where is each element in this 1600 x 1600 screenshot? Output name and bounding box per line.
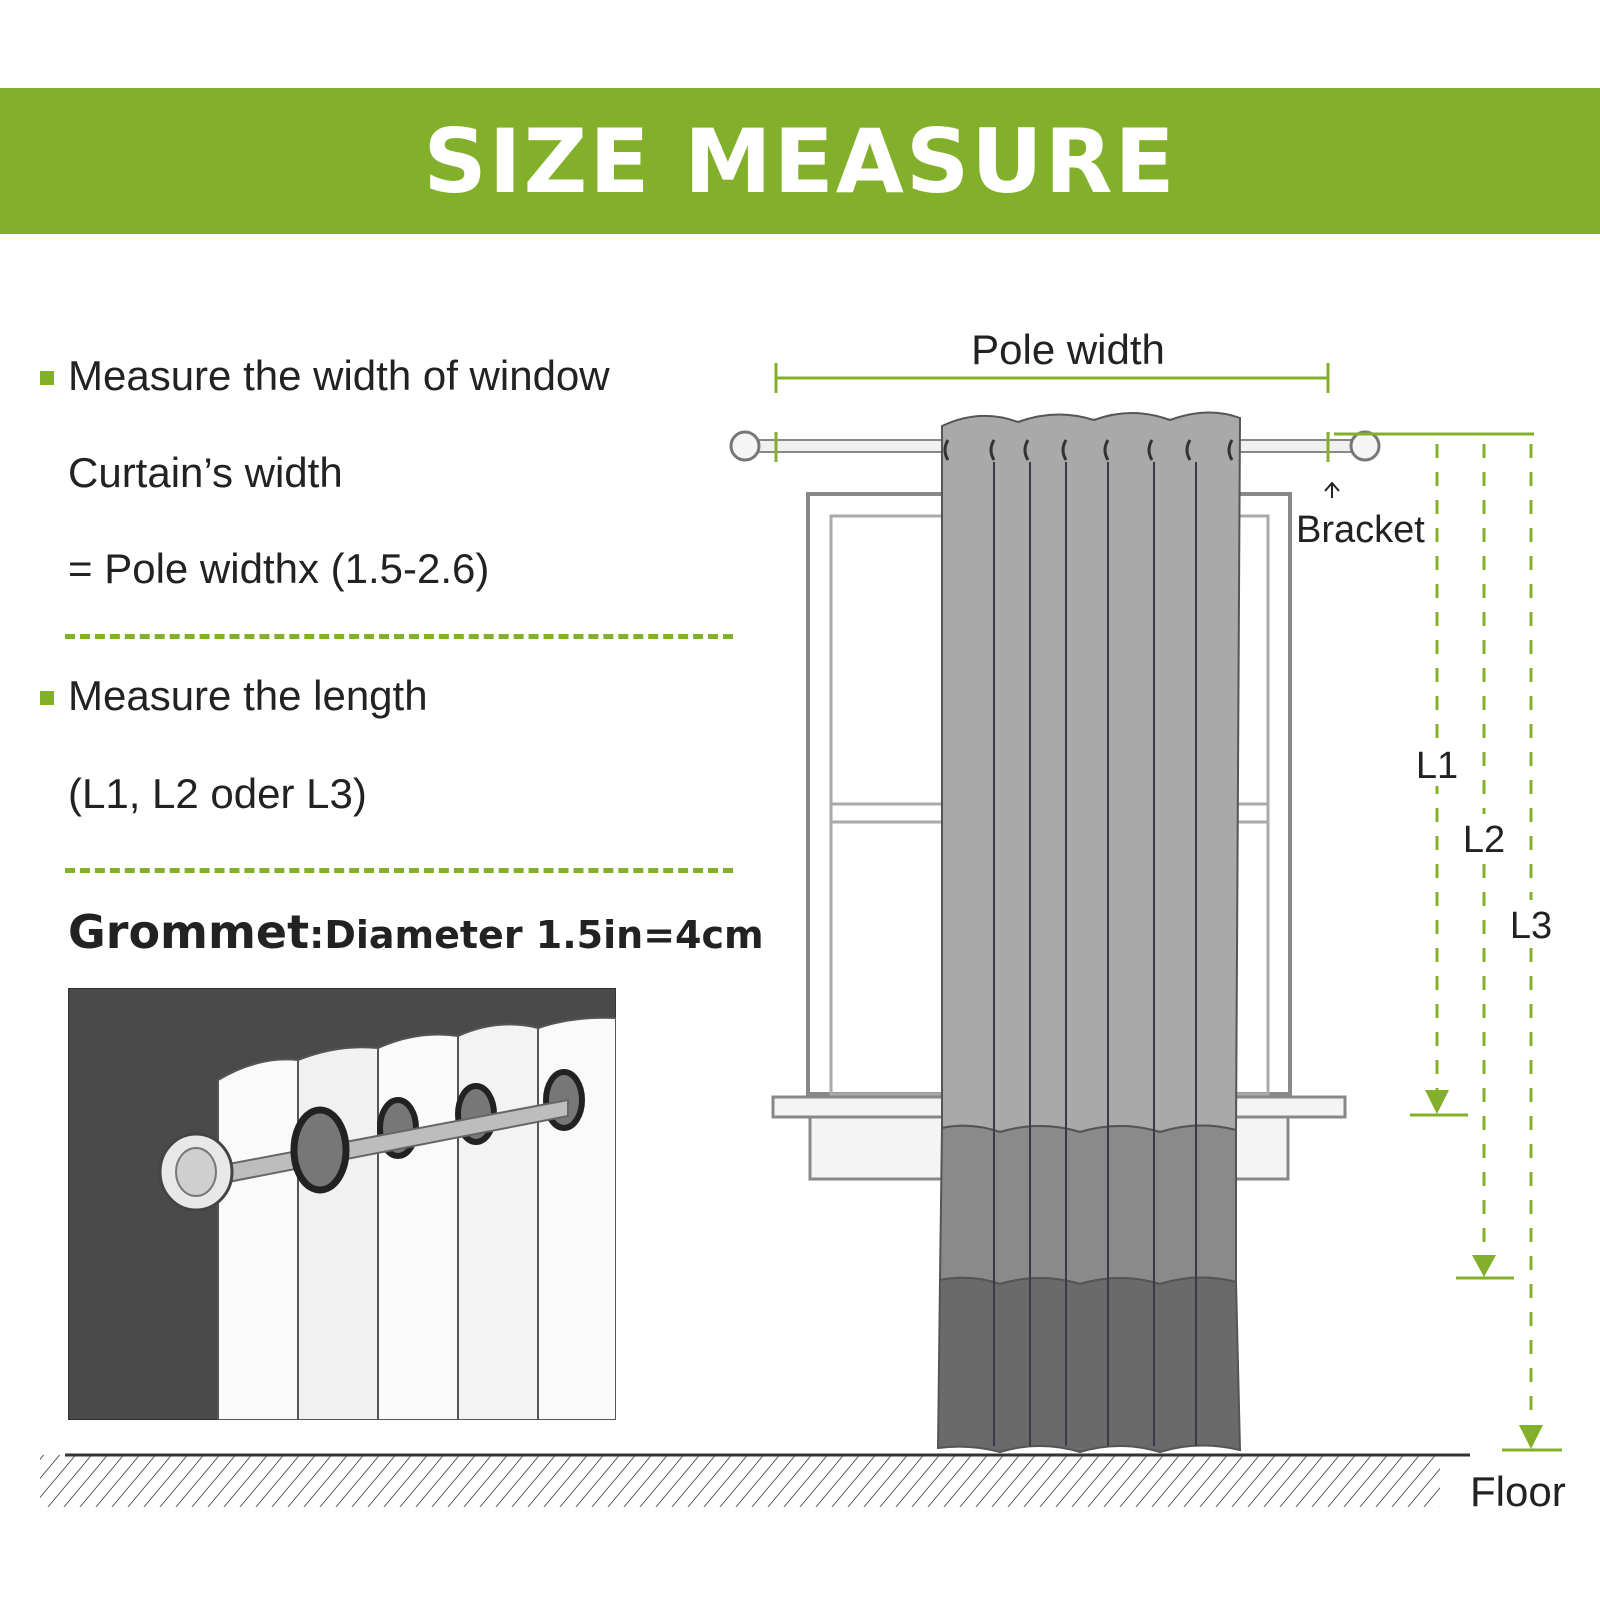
bullet-length (40, 691, 54, 705)
header-banner: SIZE MEASURE (0, 88, 1600, 234)
pole-width-dimension (774, 363, 1330, 393)
grommet-illustration (68, 988, 616, 1420)
divider-2 (65, 868, 733, 873)
floor (40, 1453, 1470, 1507)
curtain (936, 411, 1242, 1454)
divider-1 (65, 634, 733, 639)
length-options: (L1, L2 oder L3) (68, 770, 367, 817)
pole-width-label: Pole width (971, 326, 1165, 373)
length-heading: Measure the length (68, 672, 428, 719)
bracket-arrow (1324, 481, 1340, 498)
grommet-label: Grommet (68, 905, 310, 959)
bullet-width (40, 371, 54, 385)
curtain-width-formula: = Pole widthx (1.5-2.6) (68, 545, 490, 592)
grommet-separator: : (309, 913, 325, 957)
page-title: SIZE MEASURE (423, 109, 1177, 213)
bracket-label: Bracket (1296, 509, 1425, 551)
length-arrowheads (1425, 1090, 1543, 1449)
floor-label: Floor (1470, 1468, 1566, 1515)
grommet-spec: Grommet:Diameter 1.5in=4cm (68, 905, 764, 959)
curtain-width-label: Curtain’s width (68, 449, 343, 496)
l3-label: L3 (1510, 905, 1552, 947)
l2-label: L2 (1463, 819, 1505, 861)
grommet-value: Diameter 1.5in=4cm (324, 913, 764, 957)
width-heading: Measure the width of window (68, 352, 610, 399)
l1-label: L1 (1416, 745, 1458, 787)
